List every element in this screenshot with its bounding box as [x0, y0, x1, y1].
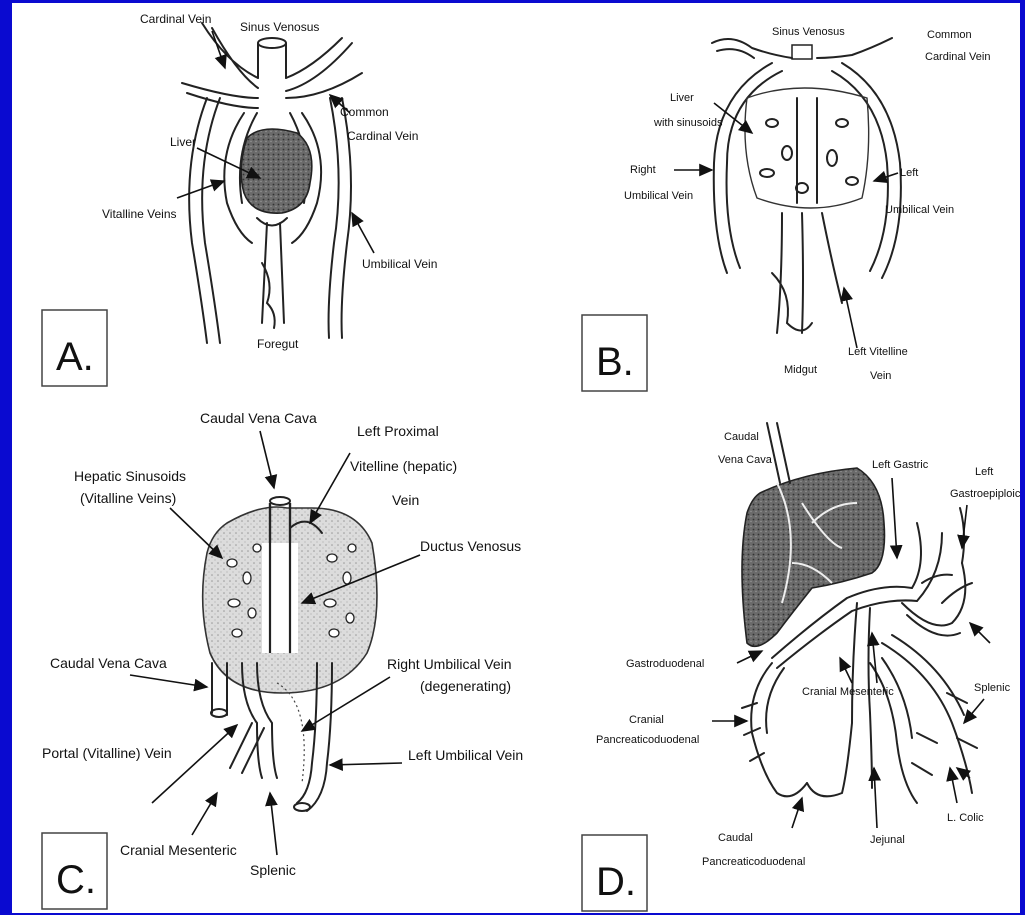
panel-c-label-right-umbilical-vein: Right Umbilical Vein	[387, 656, 512, 672]
panel-c-label-degenerating: (degenerating)	[420, 678, 511, 694]
panel-d-caudal-vena-cava	[767, 423, 790, 483]
panel-c-label-ductus-venosus: Ductus Venosus	[420, 538, 521, 554]
panel-c-caudal-vena-cava-top	[270, 497, 290, 505]
panel-d-label-left-gastroepiploic: Gastroepiploic	[950, 488, 1020, 500]
panel-c-label-left-proximal: Left Proximal	[357, 423, 439, 439]
panel-d-label-left-gastric: Left Gastric	[872, 459, 929, 471]
panel-a-foregut	[257, 218, 287, 323]
panel-b-sinus-venosus	[792, 45, 812, 59]
panel-b-label-with-sinusoids: with sinusoids	[653, 117, 723, 129]
panel-b-label-liver: Liver	[670, 92, 694, 104]
panel-a-liver	[241, 129, 312, 213]
panel-b-liver-sinusoids	[745, 88, 869, 208]
figure-frame: A. Cardinal Vein Sinus Venosus Common Ca…	[12, 3, 1020, 913]
panel-a: A. Cardinal Vein Sinus Venosus Common Ca…	[42, 12, 437, 386]
panel-a-label-cardinal-vein: Cardinal Vein	[140, 12, 211, 26]
panel-a-label-common: Common	[340, 105, 389, 119]
embryo-vein-diagram: A. Cardinal Vein Sinus Venosus Common Ca…	[12, 3, 1020, 913]
panel-b-label-left-umbilical-vein: Umbilical Vein	[885, 204, 954, 216]
panel-a-label-foregut: Foregut	[257, 337, 299, 351]
panel-d-label-splenic: Splenic	[974, 682, 1011, 694]
panel-b-label-common-cardinal-vein: Cardinal Vein	[925, 51, 990, 63]
panel-d-label-caudal: Caudal	[724, 431, 759, 443]
panel-c-label-caudal-vena-cava-top: Caudal Vena Cava	[200, 410, 317, 426]
panel-c-label-vitalline-veins: (Vitalline Veins)	[80, 490, 176, 506]
panel-d: D. Caudal Vena Cava Left Gastric Left Ga…	[582, 423, 1020, 911]
panel-a-sinus-venosus	[258, 38, 286, 78]
panel-a-label-sinus-venosus: Sinus Venosus	[240, 20, 319, 34]
panel-b-label-common: Common	[927, 29, 972, 41]
panel-c-label-vitelline-hepatic: Vitelline (hepatic)	[350, 458, 457, 474]
panel-d-letter: D.	[596, 860, 636, 904]
panel-c: C. Caudal Vena Cava Left Proximal Vitell…	[42, 410, 523, 909]
panel-d-label-cranial-pancreaticoduodenal: Pancreaticoduodenal	[596, 734, 699, 746]
panel-d-label-caudal-2: Caudal	[718, 832, 753, 844]
panel-c-label-hepatic-sinusoids: Hepatic Sinusoids	[74, 468, 186, 484]
panel-b-label-left-vitelline-vein: Vein	[870, 370, 891, 382]
panel-c-label-vein: Vein	[392, 492, 419, 508]
panel-d-label-jejunal: Jejunal	[870, 834, 905, 846]
panel-d-label-left: Left	[975, 466, 993, 478]
panel-a-label-common-cardinal-vein: Cardinal Vein	[347, 129, 418, 143]
panel-d-label-gastroduodenal: Gastroduodenal	[626, 658, 704, 670]
panel-b-label-sinus-venosus: Sinus Venosus	[772, 26, 845, 38]
panel-c-label-left-umbilical-vein: Left Umbilical Vein	[408, 747, 523, 763]
panel-a-label-liver: Liver	[170, 135, 196, 149]
panel-d-pancreaticoduodenal	[751, 663, 807, 796]
panel-a-label-vitalline-veins: Vitalline Veins	[102, 207, 177, 221]
panel-d-label-l-colic: L. Colic	[947, 812, 984, 824]
panel-b-label-midgut: Midgut	[784, 364, 817, 376]
panel-b-label-right: Right	[630, 164, 656, 176]
panel-b-midgut	[777, 213, 842, 333]
panel-a-label-umbilical-vein: Umbilical Vein	[362, 257, 437, 271]
panel-c-label-splenic: Splenic	[250, 862, 296, 878]
panel-d-liver	[742, 468, 885, 646]
panel-b: B. Sinus Venosus Common Cardinal Vein Li…	[582, 26, 990, 391]
panel-c-right-umbilical-vein-degenerating	[277, 683, 304, 783]
panel-b-letter: B.	[596, 340, 634, 384]
panel-d-label-cranial-mesenteric: Cranial Mesenteric	[802, 686, 894, 698]
panel-d-cranial-mesenteric	[807, 603, 872, 796]
panel-b-label-right-umbilical-vein: Umbilical Vein	[624, 190, 693, 202]
panel-b-label-left: Left	[900, 167, 918, 179]
panel-d-label-vena-cava: Vena Cava	[718, 454, 773, 466]
panel-d-label-cranial: Cranial	[629, 714, 664, 726]
panel-d-left-gastric	[912, 523, 942, 601]
panel-a-letter: A.	[56, 335, 94, 379]
panel-c-letter: C.	[56, 858, 96, 902]
panel-d-label-caudal-pancreaticoduodenal: Pancreaticoduodenal	[702, 856, 805, 868]
panel-c-label-caudal-vena-cava-lower: Caudal Vena Cava	[50, 655, 167, 671]
panel-c-label-portal-vein: Portal (Vitalline) Vein	[42, 745, 172, 761]
panel-c-label-cranial-mesenteric: Cranial Mesenteric	[120, 842, 237, 858]
